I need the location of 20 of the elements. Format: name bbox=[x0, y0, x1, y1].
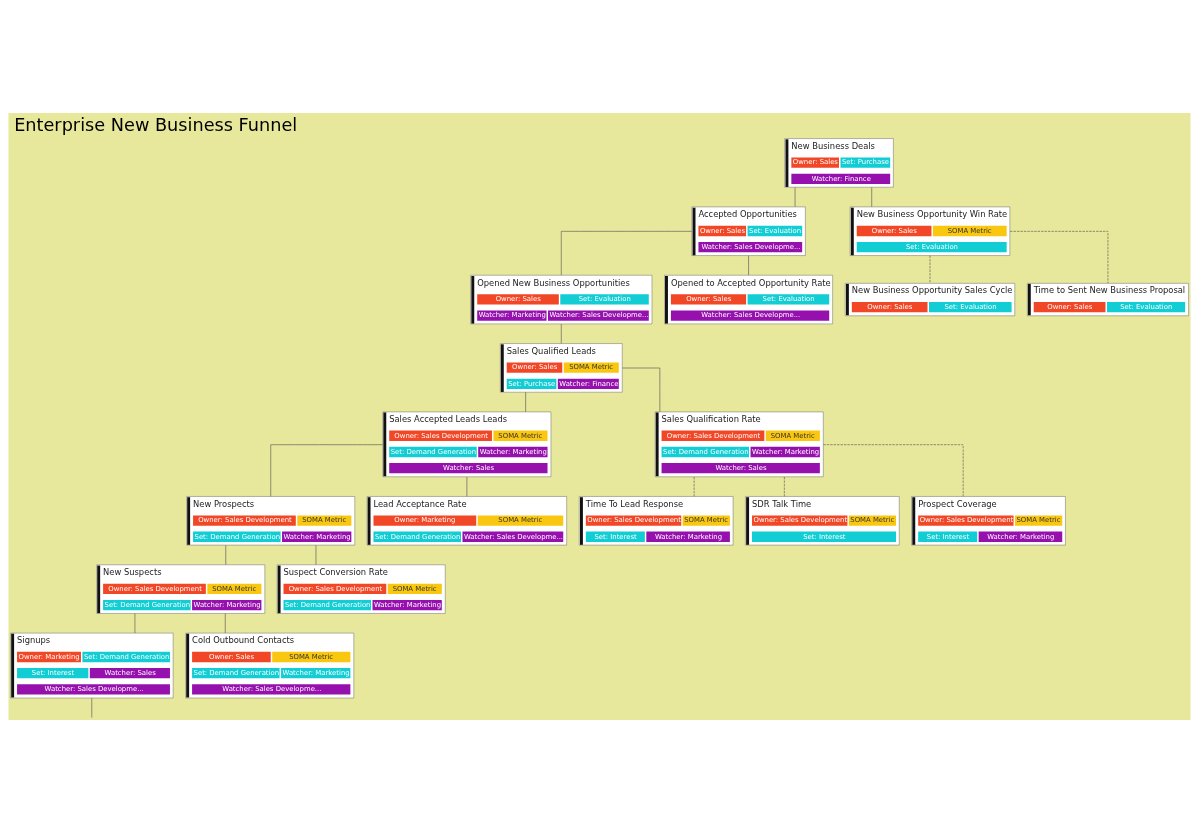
connector bbox=[224, 613, 226, 634]
connector bbox=[929, 255, 931, 284]
connector bbox=[134, 613, 136, 634]
connector bbox=[225, 544, 227, 565]
connector bbox=[525, 392, 526, 413]
diagram-title: Enterprise New Business Funnel bbox=[14, 115, 298, 136]
connector bbox=[1009, 231, 1109, 284]
connector bbox=[315, 544, 317, 565]
connector bbox=[270, 444, 384, 497]
connector bbox=[871, 187, 873, 207]
connector bbox=[91, 697, 93, 718]
connector bbox=[794, 187, 796, 207]
connector bbox=[466, 476, 468, 497]
connector bbox=[748, 255, 749, 276]
connector bbox=[784, 476, 785, 497]
connector bbox=[823, 444, 964, 497]
connector bbox=[621, 367, 661, 413]
connector bbox=[560, 231, 693, 276]
connector bbox=[560, 323, 562, 344]
connector bbox=[693, 476, 695, 497]
